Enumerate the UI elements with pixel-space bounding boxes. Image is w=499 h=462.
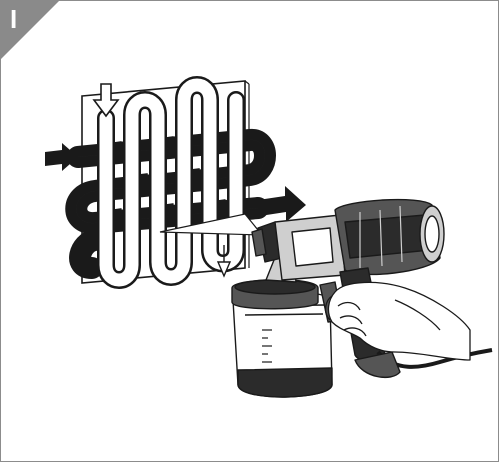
horizontal-end-arrow xyxy=(258,186,306,222)
step-label: I xyxy=(10,5,17,33)
gloved-hand-icon xyxy=(326,282,470,360)
step-tab xyxy=(0,0,60,60)
